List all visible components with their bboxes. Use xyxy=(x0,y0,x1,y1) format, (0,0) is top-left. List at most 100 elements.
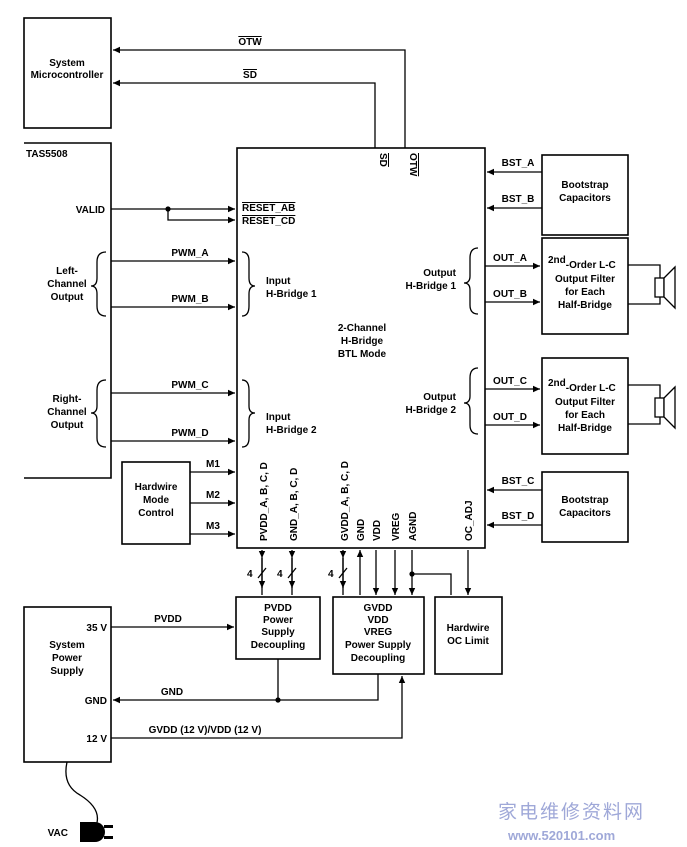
gvdd-supply-line xyxy=(111,676,406,739)
bootstrap-top-text: Bootstrap Capacitors xyxy=(559,180,611,204)
svg-text:Bootstrap: Bootstrap xyxy=(561,180,608,191)
pin-vdd: VDD xyxy=(372,520,383,541)
svg-text:Output: Output xyxy=(51,420,84,431)
gnd-label: GND xyxy=(161,687,183,698)
left-bracket xyxy=(90,251,107,317)
left-channel-text: Left- Channel Output xyxy=(47,266,87,303)
microcontroller-text: System Microcontroller xyxy=(31,58,104,81)
gnd-junction xyxy=(275,697,281,703)
bst-d-label: BST_D xyxy=(502,511,535,522)
pvdd-decoupling-box xyxy=(235,596,321,660)
filter-bottom-text: 2nd-Order L-C Output Filter for Each Hal… xyxy=(548,378,616,435)
svg-text:Decoupling: Decoupling xyxy=(251,640,305,651)
reset-cd-label: RESET_CD xyxy=(242,216,295,227)
svg-text:Capacitors: Capacitors xyxy=(559,508,611,519)
svg-text:Input: Input xyxy=(266,412,291,423)
svg-text:Output: Output xyxy=(423,268,456,279)
svg-text:Power: Power xyxy=(52,653,82,664)
svg-text:Channel: Channel xyxy=(47,407,87,418)
svg-text:Output Filter: Output Filter xyxy=(555,397,615,408)
input-hb1-bracket xyxy=(241,251,256,317)
out-d-label: OUT_D xyxy=(493,412,527,423)
gvdd-decoupling-box xyxy=(332,596,425,675)
svg-text:Hardwire: Hardwire xyxy=(135,482,178,493)
input-hb2-text: Input H-Bridge 2 xyxy=(266,412,317,436)
bst-c-label: BST_C xyxy=(502,476,535,487)
power-supply-box xyxy=(23,606,112,763)
svg-text:Power Supply: Power Supply xyxy=(345,640,412,651)
svg-text:Output Filter: Output Filter xyxy=(555,274,615,285)
watermark-cn: 家电维修资料网 xyxy=(498,801,645,823)
microcontroller-box xyxy=(23,17,112,129)
vac-label: VAC xyxy=(48,828,68,839)
hardwire-mode-box xyxy=(121,461,191,545)
amplifier-chip-box xyxy=(236,147,486,549)
bus4-b: 4 xyxy=(277,569,283,580)
out-c-label: OUT_C xyxy=(493,376,527,387)
pin-vreg: VREG xyxy=(391,512,402,541)
svg-text:H-Bridge 1: H-Bridge 1 xyxy=(266,289,317,300)
bst-b-label: BST_B xyxy=(502,194,535,205)
reset-cd-line xyxy=(167,209,235,224)
pwm-d-label: PWM_D xyxy=(171,428,208,439)
output-hb2-text: Output H-Bridge 2 xyxy=(405,392,456,416)
otw-label: OTW xyxy=(238,37,262,48)
pwm-b-label: PWM_B xyxy=(171,294,208,305)
pvdd-label: PVDD xyxy=(154,614,182,625)
agnd-junction xyxy=(409,571,415,577)
pin-pvdd: PVDD_A, B, C, D xyxy=(259,462,270,541)
svg-text:PVDD: PVDD xyxy=(264,603,292,614)
bootstrap-bottom-text: Bootstrap Capacitors xyxy=(559,495,611,519)
v35-label: 35 V xyxy=(86,623,107,634)
output-hb1-text: Output H-Bridge 1 xyxy=(405,268,456,292)
oc-limit-text: Hardwire OC Limit xyxy=(447,623,490,647)
filter-bottom-box xyxy=(541,357,629,455)
m2-label: M2 xyxy=(206,490,220,501)
agnd-to-oc xyxy=(412,573,452,595)
gnd-return-line xyxy=(113,659,279,704)
sd-line xyxy=(113,79,376,148)
bootstrap-bottom-box xyxy=(541,471,629,543)
right-channel-text: Right- Channel Output xyxy=(47,394,87,431)
svg-text:Output: Output xyxy=(423,392,456,403)
output-hb1-bracket xyxy=(463,247,479,315)
m1-label: M1 xyxy=(206,459,220,470)
svg-text:H-Bridge 2: H-Bridge 2 xyxy=(266,425,317,436)
svg-text:GVDD: GVDD xyxy=(364,603,393,614)
output-hb2-bracket xyxy=(463,367,479,435)
bootstrap-top-box xyxy=(541,154,629,236)
speaker-bottom-icon xyxy=(628,384,676,430)
bus-slashes xyxy=(257,567,348,579)
pin-gnd: GND xyxy=(356,519,367,541)
out-a-label: OUT_A xyxy=(493,253,527,264)
valid-label: VALID xyxy=(76,205,105,216)
svg-text:2-Channel: 2-Channel xyxy=(338,323,387,334)
valid-junction xyxy=(165,206,171,212)
pwm-c-label: PWM_C xyxy=(171,380,208,391)
svg-text:Supply: Supply xyxy=(261,627,295,638)
sd-pin-label: SD xyxy=(377,153,388,167)
speaker-top-icon xyxy=(628,264,676,310)
input-hb1-text: Input H-Bridge 1 xyxy=(266,276,317,300)
pin-oc-adj: OC_ADJ xyxy=(464,500,475,541)
ac-plug-icon xyxy=(80,822,113,842)
svg-text:BTL Mode: BTL Mode xyxy=(338,349,387,360)
svg-text:Decoupling: Decoupling xyxy=(351,653,405,664)
out-b-label: OUT_B xyxy=(493,289,527,300)
svg-text:Half-Bridge: Half-Bridge xyxy=(558,300,612,311)
pwm-a-label: PWM_A xyxy=(171,248,208,259)
input-hb2-bracket xyxy=(241,379,256,448)
svg-text:Channel: Channel xyxy=(47,279,87,290)
right-bracket xyxy=(90,379,107,448)
tas5508-box xyxy=(24,142,112,479)
svg-text:Control: Control xyxy=(138,508,174,519)
bus4-a: 4 xyxy=(247,569,253,580)
svg-text:OC Limit: OC Limit xyxy=(447,636,489,647)
tas5508-label: TAS5508 xyxy=(26,149,68,160)
svg-text:VREG: VREG xyxy=(364,627,393,638)
svg-text:Input: Input xyxy=(266,276,291,287)
filter-top-box xyxy=(541,237,629,335)
svg-text:for Each: for Each xyxy=(565,287,605,298)
